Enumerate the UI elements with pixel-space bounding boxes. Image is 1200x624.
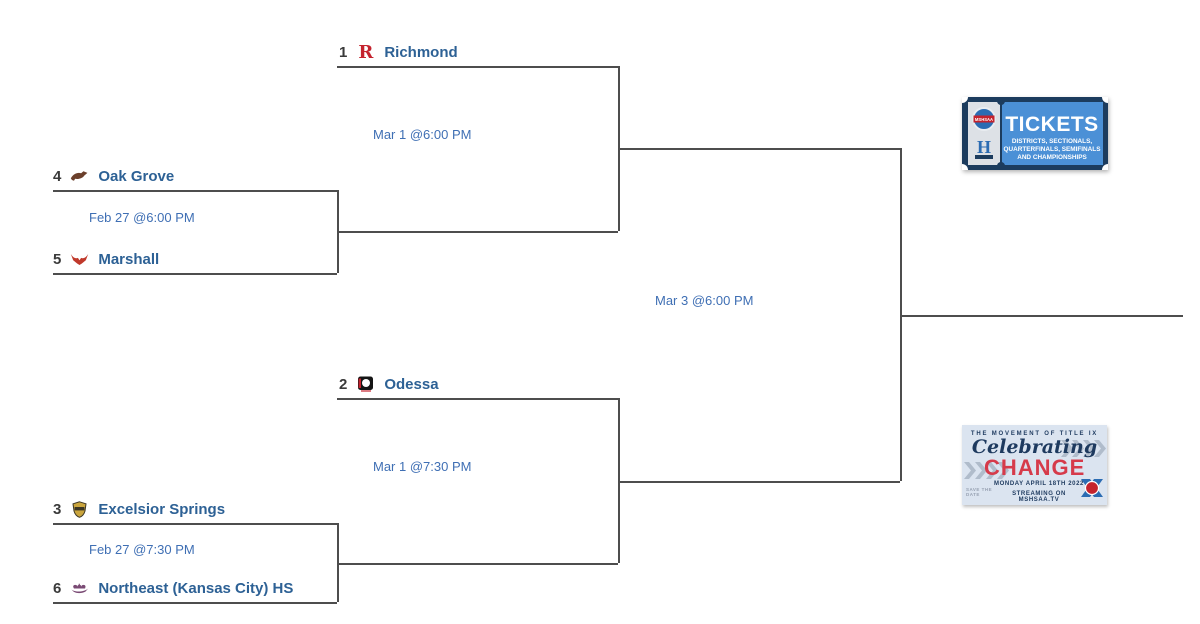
svg-text:DISTRICTS, SECTIONALS,: DISTRICTS, SECTIONALS, <box>1012 138 1092 145</box>
titleix-celebrating-text: Celebrating <box>971 436 1098 458</box>
team-row-richmond: 1 R Richmond <box>339 40 458 64</box>
svg-text:TICKETS: TICKETS <box>1005 113 1098 136</box>
team-row-oak-grove: 4 Oak Grove <box>53 164 174 188</box>
line-semifinal2-winner-slot <box>618 481 900 483</box>
seed-oak-grove: 4 <box>53 167 62 185</box>
line-excelsior-slot <box>53 523 337 525</box>
mshsaa-circle-logo: MSHSAA <box>972 107 996 131</box>
line-richmond-slot <box>337 66 618 68</box>
line-game2-winner-slot <box>337 563 618 565</box>
school-h-logo: H <box>975 137 993 159</box>
seed-odessa: 2 <box>339 375 348 393</box>
team-link-northeast[interactable]: Northeast (Kansas City) HS <box>98 579 294 597</box>
seed-excelsior-springs: 3 <box>53 500 62 518</box>
titleix-streaming-line: STREAMING ON MSHSAA.TV <box>1012 491 1066 503</box>
line-northeast-slot <box>53 602 337 604</box>
northeast-ship-logo <box>70 579 89 598</box>
title-ix-banner[interactable]: THE MOVEMENT OF TITLE IX Celebrating CHA… <box>962 425 1107 505</box>
team-row-marshall: 5 Marshall <box>53 247 159 271</box>
titleix-change-text: CHANGE <box>984 455 1086 480</box>
game-date-round1-game2[interactable]: Feb 27 @7:30 PM <box>89 542 195 557</box>
titleix-tagline: THE MOVEMENT OF TITLE IX <box>970 431 1099 437</box>
titleix-date-line: MONDAY APRIL 18TH 2022 <box>994 481 1084 487</box>
game-date-semifinal2[interactable]: Mar 1 @7:30 PM <box>373 459 472 474</box>
connector-final <box>900 148 902 481</box>
marshall-owl-logo <box>70 250 89 269</box>
line-game1-winner-slot <box>337 231 618 233</box>
line-oakgrove-slot <box>53 190 337 192</box>
svg-text:H: H <box>977 137 991 157</box>
svg-text:AND CHAMPIONSHIPS: AND CHAMPIONSHIPS <box>1017 154 1087 161</box>
oak-grove-panther-logo <box>70 167 89 186</box>
excelsior-springs-crest-logo <box>70 500 89 519</box>
team-link-excelsior-springs[interactable]: Excelsior Springs <box>98 500 226 518</box>
connector-semifinal2 <box>618 398 620 563</box>
seed-marshall: 5 <box>53 250 62 268</box>
team-link-richmond[interactable]: Richmond <box>384 43 458 61</box>
team-link-oak-grove[interactable]: Oak Grove <box>98 167 175 185</box>
tickets-banner[interactable]: MSHSAA H TICKETS DISTRICTS, SECTIONALS, … <box>956 91 1114 176</box>
chevrons-right-icon <box>1061 440 1106 457</box>
team-link-odessa[interactable]: Odessa <box>384 375 439 393</box>
connector-round1-game2 <box>337 523 339 602</box>
team-row-excelsior-springs: 3 Excelsior Springs <box>53 497 225 521</box>
game-date-round1-game1[interactable]: Feb 27 @6:00 PM <box>89 210 195 225</box>
line-marshall-slot <box>53 273 337 275</box>
titleix-save-the-date: SAVE THE DATE <box>966 487 993 497</box>
seed-richmond: 1 <box>339 43 348 61</box>
game-date-semifinal1[interactable]: Mar 1 @6:00 PM <box>373 127 472 142</box>
chevrons-left-icon <box>964 462 1009 479</box>
richmond-r-logo: R <box>358 41 374 63</box>
svg-text:MSHSAA: MSHSAA <box>975 117 993 122</box>
line-champion-slot <box>900 315 1183 317</box>
seed-northeast: 6 <box>53 579 62 597</box>
odessa-o-logo <box>356 375 375 394</box>
team-row-odessa: 2 Odessa <box>339 372 439 396</box>
game-date-final[interactable]: Mar 3 @6:00 PM <box>655 293 754 308</box>
titleix-mshsaa-ix-logo <box>1081 479 1103 497</box>
team-link-marshall[interactable]: Marshall <box>98 250 160 268</box>
team-row-northeast: 6 Northeast (Kansas City) HS <box>53 576 293 600</box>
line-odessa-slot <box>337 398 618 400</box>
line-semifinal1-winner-slot <box>618 148 900 150</box>
svg-text:QUARTERFINALS, SEMIFINALS: QUARTERFINALS, SEMIFINALS <box>1004 146 1102 153</box>
